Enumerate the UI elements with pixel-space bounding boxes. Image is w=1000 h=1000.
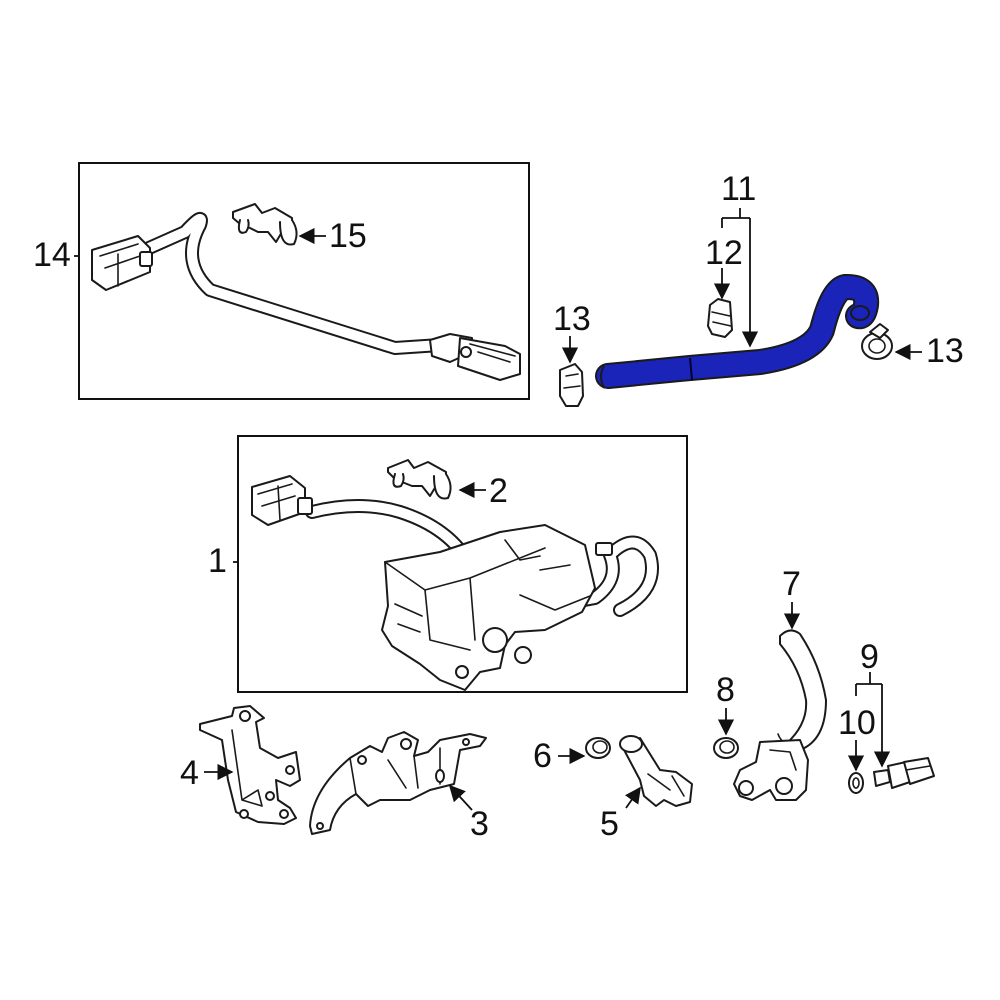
callout-13-right: 13 xyxy=(926,332,964,370)
callout-2: 2 xyxy=(489,472,508,510)
bracket-4[interactable] xyxy=(199,705,301,825)
washer-10[interactable] xyxy=(848,772,864,794)
connector-5[interactable] xyxy=(619,735,693,807)
harness-group-box xyxy=(78,162,530,400)
callout-6: 6 xyxy=(533,737,552,775)
callout-4: 4 xyxy=(180,754,199,792)
seal-8[interactable] xyxy=(713,737,739,759)
callout-14: 14 xyxy=(33,236,71,274)
callout-3: 3 xyxy=(470,805,489,843)
callout-5: 5 xyxy=(600,805,619,843)
callout-8: 8 xyxy=(716,671,735,709)
leader-11-bracket xyxy=(721,208,750,346)
sensor-9[interactable] xyxy=(873,757,935,789)
clip-15[interactable] xyxy=(232,203,298,246)
bracket-3[interactable] xyxy=(309,731,487,835)
leader-3 xyxy=(448,784,473,811)
canister-group-box xyxy=(237,435,688,693)
leader-5 xyxy=(625,786,641,809)
hose-11-fill xyxy=(597,275,878,387)
leader-9-bracket xyxy=(855,672,882,766)
clamp-13-left[interactable] xyxy=(559,363,584,407)
clip-2[interactable] xyxy=(387,459,452,500)
hose-11[interactable] xyxy=(595,273,880,389)
canister-assembly-1[interactable] xyxy=(251,475,659,691)
callout-15: 15 xyxy=(329,217,367,255)
harness-14[interactable] xyxy=(91,211,521,381)
callout-1: 1 xyxy=(208,542,227,580)
callout-13-left: 13 xyxy=(553,300,591,338)
callout-7: 7 xyxy=(782,565,801,603)
callout-12: 12 xyxy=(705,234,743,272)
clamp-12[interactable] xyxy=(707,298,733,338)
callout-9: 9 xyxy=(860,638,879,676)
callout-11: 11 xyxy=(721,170,756,208)
clamp-13-right[interactable] xyxy=(861,323,893,360)
callout-10: 10 xyxy=(838,704,876,742)
hose-7[interactable] xyxy=(733,629,827,801)
cap-6[interactable] xyxy=(585,737,611,759)
